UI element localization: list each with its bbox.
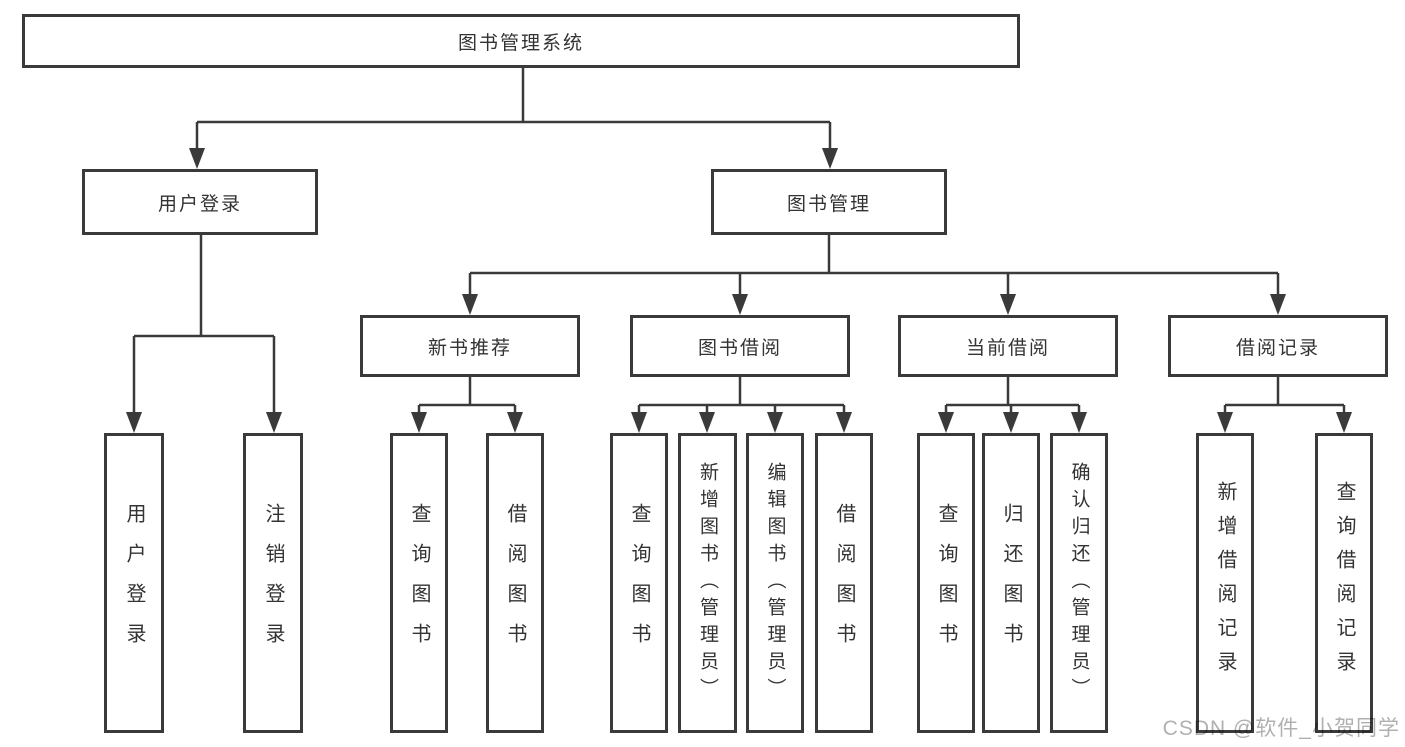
- leaf-query-borrow-record: 查询借阅记录: [1315, 433, 1373, 733]
- node-label: 借阅图书: [504, 503, 526, 663]
- leaf-add-borrow-record: 新增借阅记录: [1196, 433, 1254, 733]
- connector-current-borrow-to-leaves: [938, 377, 1087, 433]
- leaf-user-login: 用户登录: [104, 433, 164, 733]
- node-label: 归还图书: [1000, 503, 1022, 663]
- node-label: 图书借阅: [697, 337, 782, 359]
- node-label: 用户登录: [123, 503, 145, 663]
- node-user-login: 用户登录: [82, 169, 318, 235]
- node-label: 新增借阅记录: [1214, 481, 1236, 685]
- leaf-return-books: 归还图书: [982, 433, 1040, 733]
- leaf-add-books-admin: 新增图书（管理员）: [678, 433, 737, 733]
- leaf-query-books-borrow: 查询图书: [610, 433, 668, 733]
- node-borrow-records: 借阅记录: [1168, 315, 1388, 377]
- leaf-logout: 注销登录: [243, 433, 303, 733]
- connector-root-to-level2: [189, 67, 838, 169]
- node-book-management: 图书管理: [711, 169, 947, 235]
- node-label: 查询图书: [408, 503, 430, 663]
- node-label: 编辑图书（管理员）: [764, 461, 786, 705]
- csdn-watermark: CSDN @软件_小贺同学: [1162, 717, 1400, 740]
- node-label: 当前借阅: [965, 337, 1050, 359]
- node-label: 用户登录: [157, 193, 242, 215]
- connector-borrow-records-to-leaves: [1217, 377, 1352, 433]
- node-root-library-system: 图书管理系统: [22, 14, 1020, 68]
- leaf-borrow-books-recommend: 借阅图书: [486, 433, 544, 733]
- connector-user-login-to-leaves: [126, 234, 282, 433]
- leaf-confirm-return-admin: 确认归还（管理员）: [1050, 433, 1108, 733]
- node-label: 借阅图书: [833, 503, 855, 663]
- leaf-borrow-books: 借阅图书: [815, 433, 873, 733]
- node-book-borrow: 图书借阅: [630, 315, 850, 377]
- node-label: 查询图书: [935, 503, 957, 663]
- connector-book-management-to-level3: [462, 234, 1286, 315]
- node-new-book-recommend: 新书推荐: [360, 315, 580, 377]
- node-label: 图书管理: [786, 193, 871, 215]
- leaf-query-books-current: 查询图书: [917, 433, 975, 733]
- leaf-query-books-recommend: 查询图书: [390, 433, 448, 733]
- node-current-borrow: 当前借阅: [898, 315, 1118, 377]
- node-label: 新书推荐: [427, 337, 512, 359]
- node-label: 查询图书: [628, 503, 650, 663]
- node-label: 确认归还（管理员）: [1068, 461, 1090, 705]
- node-label: 查询借阅记录: [1333, 481, 1355, 685]
- node-label: 图书管理系统: [457, 32, 584, 54]
- connector-new-book-to-leaves: [411, 377, 523, 433]
- node-label: 新增图书（管理员）: [697, 461, 718, 705]
- leaf-edit-books-admin: 编辑图书（管理员）: [746, 433, 804, 733]
- node-label: 注销登录: [262, 503, 284, 663]
- node-label: 借阅记录: [1235, 337, 1320, 359]
- connector-book-borrow-to-leaves: [631, 377, 852, 433]
